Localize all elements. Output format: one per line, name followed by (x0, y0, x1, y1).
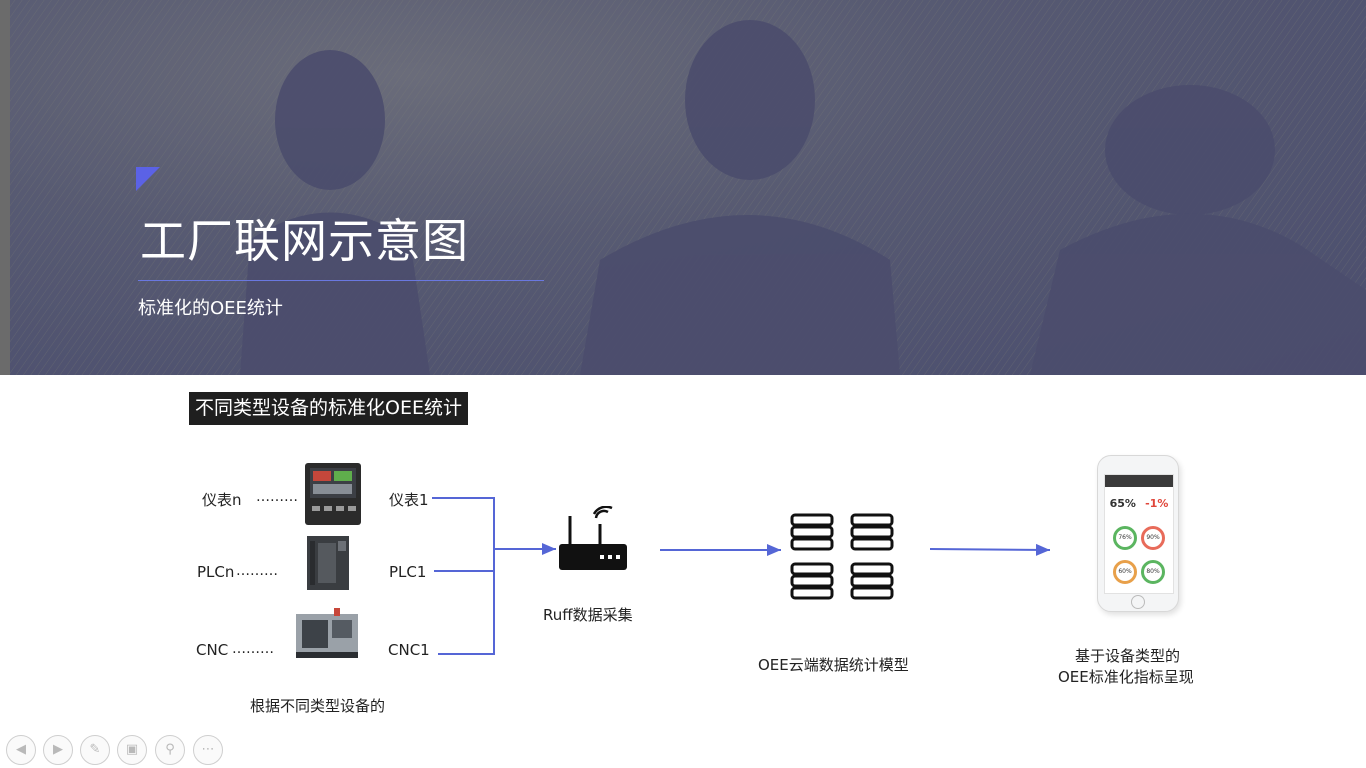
cnc-machine-icon (294, 606, 360, 660)
cnc-label: CNC (196, 641, 228, 659)
gauge-1: 76% (1113, 526, 1137, 550)
gauge-3: 60% (1113, 560, 1137, 584)
cloud-label: OEE云端数据统计模型 (758, 654, 909, 675)
meter-n-dots: ……… (256, 489, 298, 505)
pen-icon[interactable]: ✎ (80, 735, 110, 765)
meter-n-label: 仪表n (202, 489, 242, 510)
plc-n-label: PLCn (197, 563, 234, 581)
cnc-1-label: CNC1 (388, 641, 430, 659)
plc-device-icon (306, 535, 350, 591)
meter-1-label: 仪表1 (389, 489, 429, 510)
collector-label: Ruff数据采集 (543, 604, 633, 625)
prev-icon[interactable]: ◀ (6, 735, 36, 765)
gauge-4: 80% (1141, 560, 1165, 584)
phone-metric-left: 65% (1110, 497, 1136, 510)
output-label-line1: 基于设备类型的 (1075, 645, 1180, 666)
phone-mockup: 65% -1% 76% 90% 60% 80% (1097, 455, 1179, 612)
plc-n-dots: ……… (236, 563, 278, 579)
phone-home-button (1131, 595, 1145, 609)
cnc-dots: ……… (232, 641, 274, 657)
phone-app-bar (1105, 475, 1173, 487)
zoom-icon[interactable]: ⚲ (155, 735, 185, 765)
output-label-line2: OEE标准化指标呈现 (1058, 666, 1194, 687)
more-icon[interactable]: ⋯ (193, 735, 223, 765)
gauge-2: 90% (1141, 526, 1165, 550)
plc-1-label: PLC1 (389, 563, 426, 581)
slides-icon[interactable]: ▣ (117, 735, 147, 765)
phone-metric-right: -1% (1145, 497, 1168, 510)
meter-device-icon (304, 462, 362, 526)
next-icon[interactable]: ▶ (43, 735, 73, 765)
devices-caption: 根据不同类型设备的 (250, 695, 385, 716)
server-cluster-icon (788, 512, 898, 600)
phone-screen: 65% -1% 76% 90% 60% 80% (1104, 474, 1174, 594)
router-icon (556, 506, 630, 574)
